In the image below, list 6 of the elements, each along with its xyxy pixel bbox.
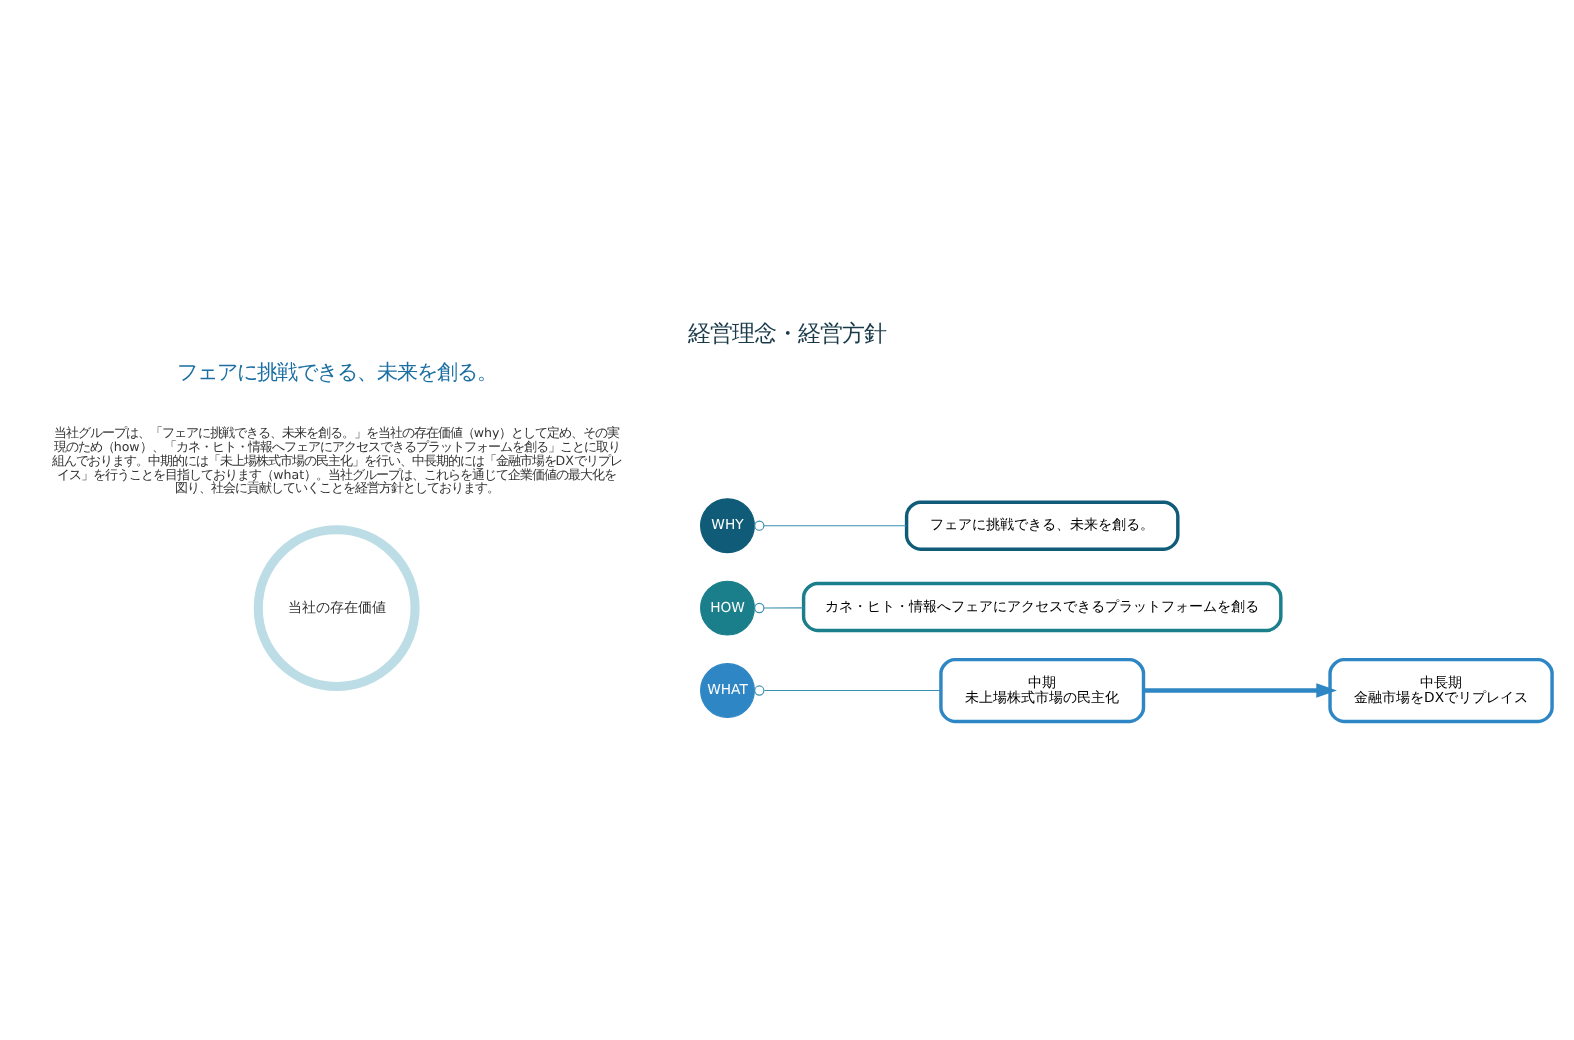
connector xyxy=(754,520,908,531)
diagram-title: 経営理念・経営方針 xyxy=(688,319,886,348)
connector xyxy=(754,685,942,696)
label: フェアに挑戦できる、未来を創る。 xyxy=(176,360,497,385)
connector xyxy=(754,602,804,614)
arrow xyxy=(1143,683,1337,698)
